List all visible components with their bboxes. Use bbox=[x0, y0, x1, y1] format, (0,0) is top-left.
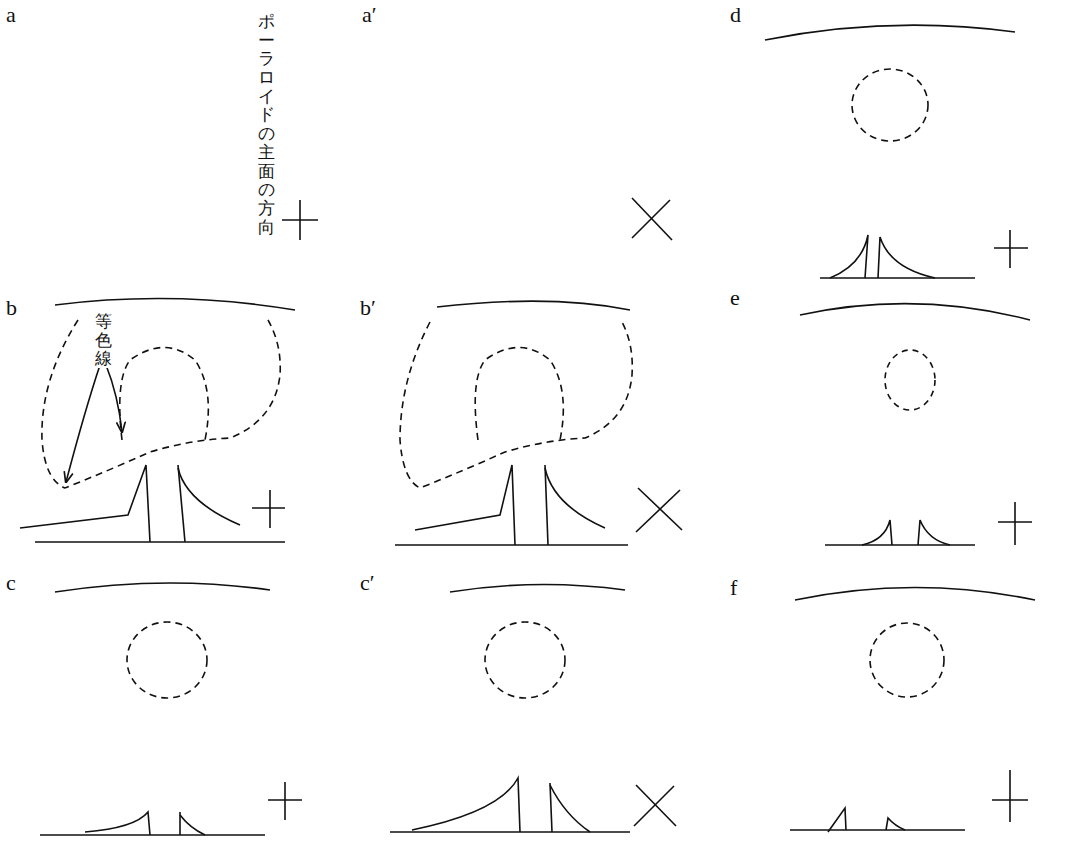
panel-c bbox=[40, 583, 302, 835]
isochromatic-label: 等色線 bbox=[95, 312, 112, 368]
panel-c-prime bbox=[390, 584, 676, 832]
panel-d bbox=[765, 25, 1028, 278]
panel-letter: b′ bbox=[360, 295, 376, 321]
polarizer-cross bbox=[632, 198, 672, 240]
panel-letter: e bbox=[730, 285, 740, 311]
panel-b-prime bbox=[395, 301, 682, 545]
panel-letter: a′ bbox=[362, 2, 377, 28]
panel-letter: c bbox=[6, 570, 16, 596]
panel-letter: f bbox=[730, 575, 737, 601]
panel-f bbox=[790, 588, 1035, 833]
polarizer-cross bbox=[282, 200, 318, 240]
polarizer-axis-note: ポーラロイドの主面の方向 bbox=[258, 12, 275, 236]
panel-b bbox=[20, 299, 295, 542]
panel-letter: b bbox=[6, 295, 17, 321]
panel-letter: a bbox=[6, 2, 16, 28]
panel-e bbox=[800, 304, 1032, 545]
panel-letter: c′ bbox=[360, 570, 375, 596]
panel-letter: d bbox=[730, 2, 741, 28]
